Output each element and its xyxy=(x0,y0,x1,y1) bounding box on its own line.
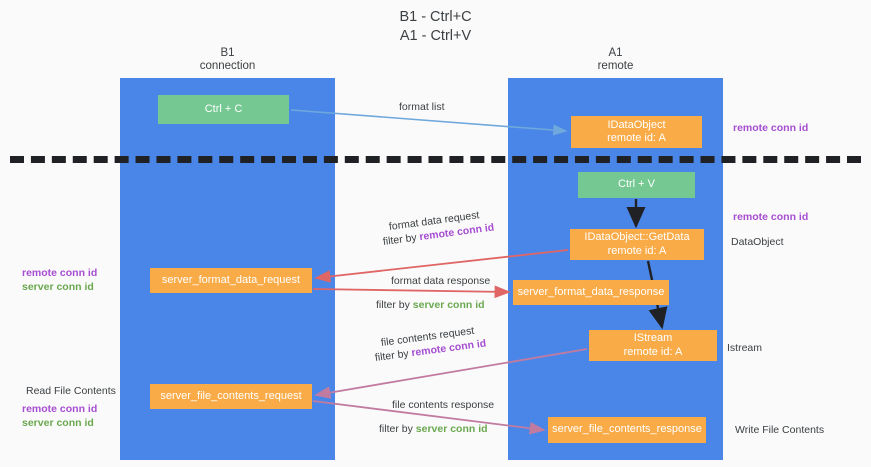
remote-conn-id-text: remote conn id xyxy=(22,267,98,279)
node-idataobject-getdata[interactable]: IDataObject::GetData remote id: A xyxy=(570,229,704,260)
label-istream-side: Istream xyxy=(727,342,763,354)
label-format-list: format list xyxy=(399,101,445,113)
node-ctrl-c[interactable]: Ctrl + C xyxy=(158,95,289,124)
label-format-data-response: format data response xyxy=(391,275,491,287)
label-dataobject: DataObject xyxy=(731,236,784,248)
node-ctrl-v[interactable]: Ctrl + V xyxy=(578,172,695,198)
lane-header-b1: B1 connection xyxy=(199,47,256,72)
label-left-conn-ids-top: remote conn id server conn id xyxy=(22,266,97,294)
node-server-format-data-response[interactable]: server_format_data_response xyxy=(513,280,669,305)
label-remote-conn-id-mid: remote conn id xyxy=(733,211,809,223)
label-read-file-contents: Read File Contents xyxy=(26,385,116,397)
server-conn-id-text: server conn id xyxy=(22,417,94,429)
node-server-format-data-request[interactable]: server_format_data_request xyxy=(150,268,312,293)
label-filter-by-server-conn-id-2: filter by server conn id xyxy=(379,422,488,436)
label-left-conn-ids-bottom: remote conn id server conn id xyxy=(22,402,97,430)
diagram-title: B1 - Ctrl+C A1 - Ctrl+V xyxy=(399,9,472,44)
lane-header-a1: A1 remote xyxy=(597,47,634,72)
server-conn-id-text: server conn id xyxy=(412,299,485,311)
label-remote-conn-id-top: remote conn id xyxy=(733,122,809,134)
label-write-file-contents: Write File Contents xyxy=(735,424,825,436)
node-server-file-contents-request[interactable]: server_file_contents_request xyxy=(150,384,312,409)
filter-by-text: filter by xyxy=(374,347,413,364)
filter-by-text: filter by xyxy=(376,299,413,311)
label-file-contents-response: file contents response xyxy=(392,399,495,411)
remote-conn-id-text: remote conn id xyxy=(22,403,98,415)
server-conn-id-text: server conn id xyxy=(22,281,94,293)
filter-by-text: filter by xyxy=(379,423,416,435)
server-conn-id-text: server conn id xyxy=(415,423,488,435)
arrow-format-data-response xyxy=(312,285,511,299)
node-server-file-contents-response[interactable]: server_file_contents_response xyxy=(548,417,706,443)
node-istream[interactable]: IStream remote id: A xyxy=(589,330,717,361)
label-filter-by-server-conn-id-1: filter by server conn id xyxy=(376,298,485,312)
node-idataobject[interactable]: IDataObject remote id: A xyxy=(571,116,702,148)
filter-by-text: filter by xyxy=(382,231,421,248)
boundary-divider xyxy=(10,156,861,163)
